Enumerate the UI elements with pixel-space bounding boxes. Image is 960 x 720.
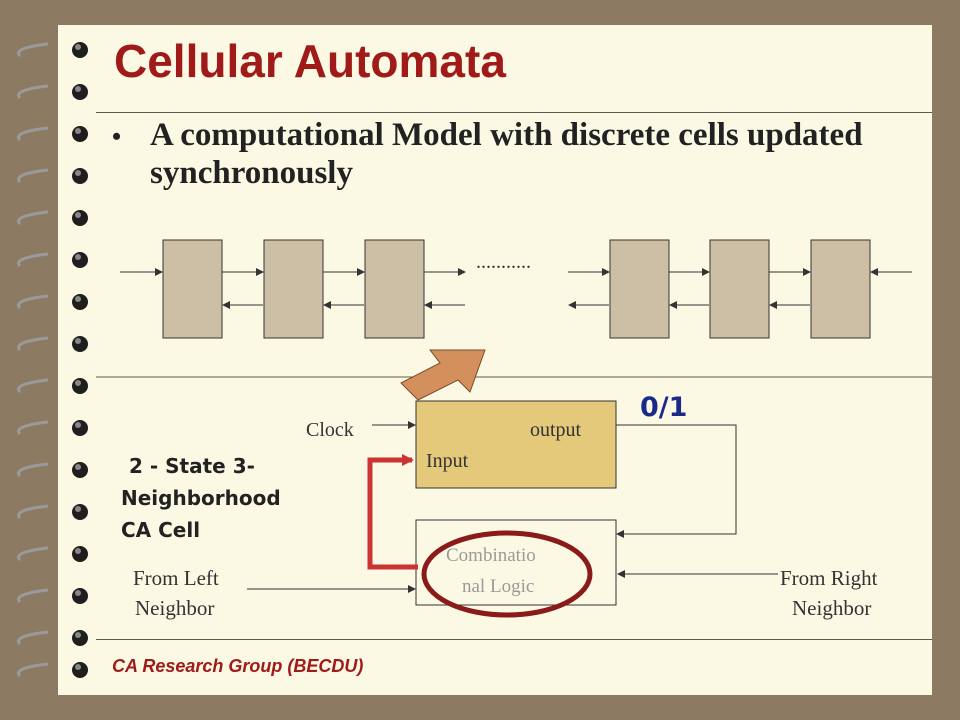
binding-ring-icon: [17, 84, 88, 100]
binding-ring-icon: [17, 630, 88, 646]
from-right-line1: From Right: [780, 566, 878, 590]
ca-cell-description: 2 - State 3- Neighborhood CA Cell: [121, 450, 281, 546]
cell-arrows: [120, 268, 912, 309]
from-left-line2: Neighbor: [135, 596, 215, 620]
binding-ring-icon: [17, 210, 88, 226]
binding-ring-icon: [17, 662, 88, 678]
from-right-line2: Neighbor: [792, 596, 872, 620]
binding-ring-icon: [17, 294, 88, 310]
ca-cell: [810, 239, 871, 339]
from-left-line1: From Left: [133, 566, 219, 590]
logic-highlight-ellipse: [421, 530, 593, 618]
output-label: output: [530, 419, 582, 441]
footer-divider: [96, 639, 932, 640]
cell-array: [162, 239, 871, 339]
title-divider: [96, 112, 932, 113]
ca-cell: [364, 239, 425, 339]
footer-text: CA Research Group (BECDU): [112, 656, 364, 676]
zoom-arrow-icon: [400, 349, 486, 401]
value-label: 0/1: [640, 392, 688, 423]
logic-to-input-path: [367, 454, 418, 570]
binding-ring-icon: [17, 42, 88, 58]
register-box: [415, 400, 617, 489]
slide-title: Cellular Automata: [114, 35, 506, 87]
bullet-marker: •: [112, 122, 122, 151]
logic-label-line2: nal Logic: [462, 576, 534, 597]
output-feedback-line: [616, 424, 737, 538]
binding-ring-icon: [17, 378, 88, 394]
binding-ring-icon: [17, 462, 88, 478]
binding-ring-icon: [17, 252, 88, 268]
ca-cell: [609, 239, 670, 339]
binding-ring-icon: [17, 126, 88, 142]
bullet-text: A computational Model with discrete cell…: [150, 117, 863, 191]
ca-cell: [162, 239, 223, 339]
ca-cell: [709, 239, 770, 339]
input-label: Input: [426, 450, 469, 472]
cell-ellipsis: ...........: [476, 251, 531, 273]
binding-ring-icon: [17, 588, 88, 604]
state-line2: Neighborhood: [121, 486, 281, 510]
clock-label: Clock: [306, 419, 354, 441]
state-line1: 2 - State 3-: [129, 454, 255, 478]
binding-ring-icon: [17, 168, 88, 184]
binding-ring-icon: [17, 420, 88, 436]
ca-cell: [263, 239, 324, 339]
binding-ring-icon: [17, 504, 88, 520]
binding-ring-icon: [17, 336, 88, 352]
logic-label-line1: Combinatio: [446, 545, 536, 566]
state-line3: CA Cell: [121, 518, 201, 542]
binding-ring-icon: [17, 546, 88, 562]
